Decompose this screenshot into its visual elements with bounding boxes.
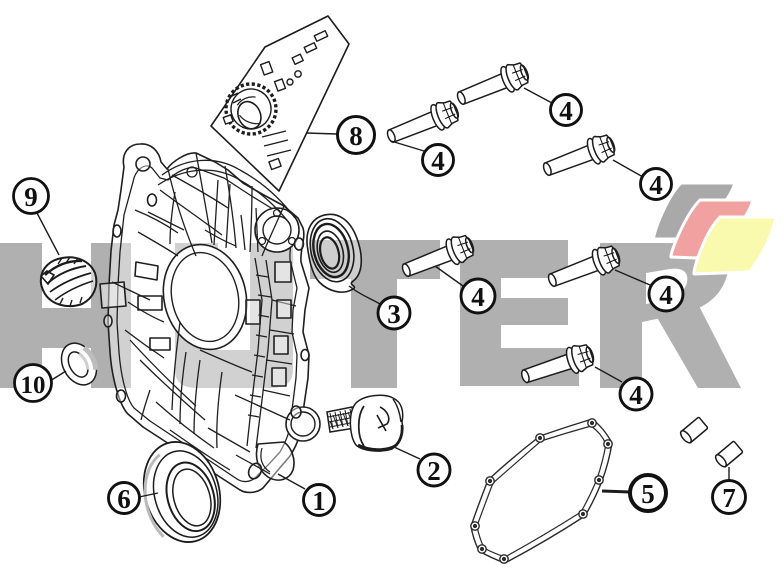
svg-text:7: 7 [722, 483, 736, 513]
svg-text:4: 4 [629, 380, 643, 410]
svg-text:2: 2 [427, 456, 441, 486]
svg-text:4: 4 [471, 282, 485, 312]
svg-text:9: 9 [24, 182, 38, 212]
svg-text:4: 4 [559, 96, 573, 126]
svg-text:3: 3 [387, 299, 401, 329]
svg-text:8: 8 [349, 121, 363, 151]
svg-text:10: 10 [21, 372, 46, 399]
svg-text:4: 4 [659, 280, 673, 310]
svg-text:4: 4 [649, 170, 663, 200]
svg-text:4: 4 [431, 146, 445, 176]
svg-text:6: 6 [117, 484, 131, 514]
svg-text:1: 1 [312, 486, 326, 516]
svg-text:5: 5 [641, 479, 655, 509]
